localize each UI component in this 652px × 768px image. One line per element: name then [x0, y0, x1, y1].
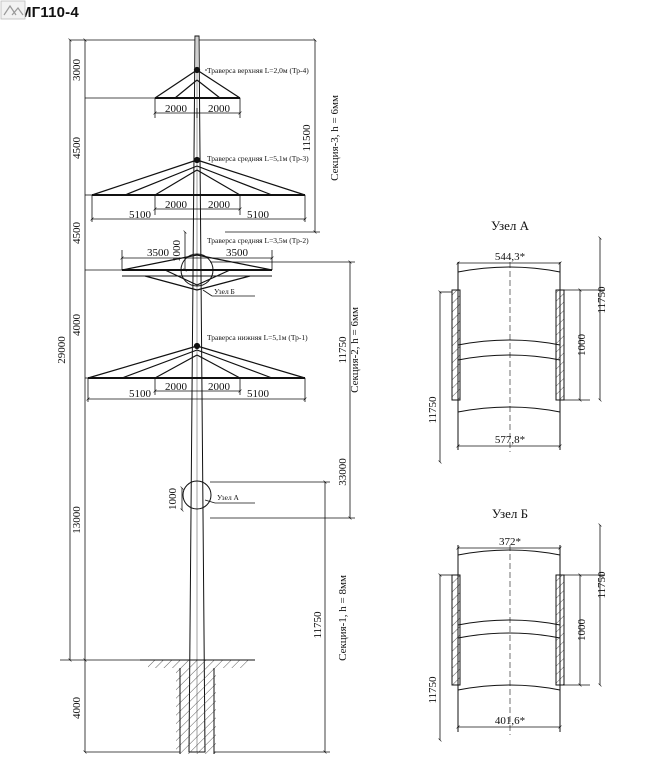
detail-b-top-width: 372*	[499, 536, 521, 548]
dim-mid2-left: 3500	[147, 247, 170, 259]
left-dim-6: 4000	[71, 697, 83, 720]
dim-bottom-outer-right: 5100	[247, 388, 270, 400]
detail-a-top-width: 544,3*	[495, 251, 525, 263]
detail-b-overlap: 1000	[576, 619, 588, 642]
dim-node-a: 1000	[167, 488, 179, 511]
section-1-length: 11750	[312, 611, 324, 639]
dim-mid1-inner-left: 2000	[165, 199, 188, 211]
detail-a-bottom-width: 577,8*	[495, 434, 525, 446]
crossarm-bottom	[87, 342, 306, 379]
dim-mid1-inner-right: 2000	[208, 199, 231, 211]
detail-a-title: Узел А	[491, 218, 530, 233]
total-height: 29000	[56, 336, 68, 364]
dim-bottom-inner-right: 2000	[208, 381, 231, 393]
dim-bottom-outer-left: 5100	[129, 388, 152, 400]
detail-b-right-length: 11750	[596, 571, 608, 599]
foundation	[140, 659, 255, 754]
detail-a-left-length: 11750	[427, 396, 439, 424]
left-dim-4: 4000	[71, 314, 83, 337]
crossarm-top-label: Траверса верхняя L=2,0м (Тр-4)	[207, 66, 309, 75]
dim-mid1-outer-left: 5100	[129, 209, 152, 221]
section-3-label: Секция-3, h = 6мм	[329, 95, 341, 181]
dim-mid1-outer-right: 5100	[247, 209, 270, 221]
section-2-label: Секция-2, h = 6мм	[349, 307, 361, 393]
node-b-label: Узел Б	[214, 287, 235, 296]
detail-b	[438, 523, 605, 742]
crossarm-middle-1	[91, 156, 306, 196]
detail-b-bottom-width: 401,6*	[495, 715, 525, 727]
crossarm-top	[154, 66, 241, 99]
tower-pole	[188, 35, 206, 753]
dim-top-left: 2000	[165, 103, 188, 115]
crossarm-middle-1-label: Траверса средняя L=5,1м (Тр-3)	[207, 154, 309, 163]
section-1-label: Секция-1, h = 8мм	[337, 575, 349, 661]
dim-mid2-height: 1000	[171, 240, 183, 263]
left-dim-2: 4500	[71, 137, 83, 160]
node-a-label: Узел А	[217, 493, 240, 502]
detail-b-title: Узел Б	[492, 506, 528, 521]
left-dim-3: 4500	[71, 222, 83, 245]
crossarm-bottom-label: Траверса нижняя L=5,1м (Тр-1)	[207, 333, 308, 342]
detail-a	[438, 236, 605, 464]
dim-top-right: 2000	[208, 103, 231, 115]
detail-a-overlap: 1000	[576, 334, 588, 357]
logo-watermark-icon	[0, 0, 26, 20]
section-3-length: 11500	[301, 124, 313, 152]
dim-bottom-inner-left: 2000	[165, 381, 188, 393]
page-title: ПМГ110-4	[8, 4, 79, 21]
detail-a-right-length: 11750	[596, 286, 608, 314]
dim-mid2-right: 3500	[226, 247, 249, 259]
section-2-length: 11750	[337, 336, 349, 364]
node-b-circle	[180, 253, 214, 287]
detail-b-left-length: 11750	[427, 676, 439, 704]
left-dim-1: 3000	[71, 59, 83, 82]
above-ground: 33000	[337, 458, 349, 486]
crossarm-middle-2-label: Траверса средняя L=3,5м (Тр-2)	[207, 236, 309, 245]
left-dim-5: 13000	[71, 506, 83, 534]
